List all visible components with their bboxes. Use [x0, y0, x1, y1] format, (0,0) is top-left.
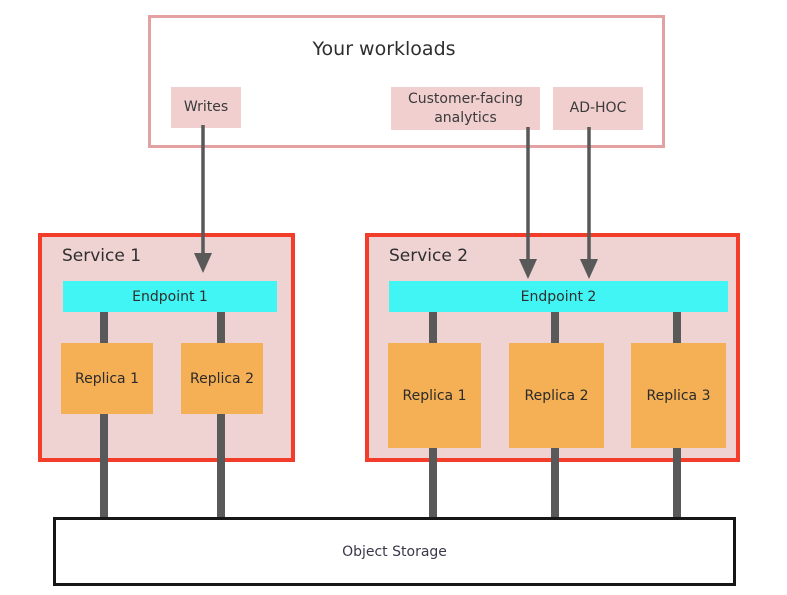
service-2-box: Service 2 Endpoint 2 Replica 1 Replica 2…	[365, 233, 740, 462]
workloads-title: Your workloads	[312, 38, 456, 60]
connector-s1-replica2-storage	[217, 414, 225, 519]
connector-s1-replica1-storage	[100, 414, 108, 519]
connector-s2-endpoint-replica1	[429, 312, 437, 343]
connector-s2-endpoint-replica3	[673, 312, 681, 343]
service-1-endpoint: Endpoint 1	[63, 281, 277, 312]
service-1-replica-2: Replica 2	[181, 343, 263, 414]
service-2-replica-1: Replica 1	[388, 343, 481, 448]
service-1-box: Service 1 Endpoint 1 Replica 1 Replica 2	[38, 233, 295, 462]
workloads-container: Your workloads Writes Customer-facing an…	[148, 15, 665, 148]
connector-s2-endpoint-replica2	[551, 312, 559, 343]
connector-s1-endpoint-replica2	[217, 312, 225, 343]
workload-writes-box: Writes	[171, 87, 241, 128]
workload-ad-hoc-box: AD-HOC	[553, 87, 643, 130]
object-storage-label: Object Storage	[342, 543, 447, 560]
connector-s2-replica1-storage	[429, 448, 437, 519]
service-2-label: Service 2	[389, 246, 469, 266]
service-1-replica-1: Replica 1	[61, 343, 153, 414]
service-2-replica-3: Replica 3	[631, 343, 726, 448]
service-1-label: Service 1	[62, 246, 142, 266]
service-2-endpoint: Endpoint 2	[389, 281, 728, 312]
workload-customer-facing-analytics-box: Customer-facing analytics	[391, 87, 540, 130]
connector-s2-replica3-storage	[673, 448, 681, 519]
service-2-replica-2: Replica 2	[509, 343, 604, 448]
object-storage-box: Object Storage	[53, 517, 736, 586]
connector-s2-replica2-storage	[551, 448, 559, 519]
connector-s1-endpoint-replica1	[100, 312, 108, 343]
